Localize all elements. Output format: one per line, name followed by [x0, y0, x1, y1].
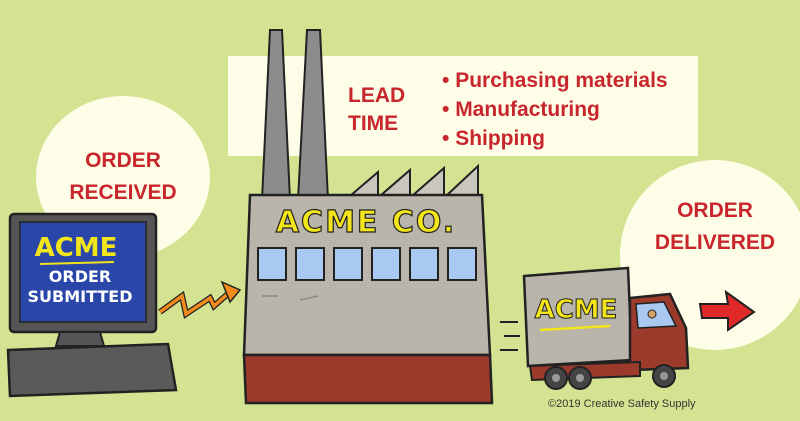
lead-time-title-line1: LEAD	[348, 84, 406, 107]
factory-roof	[347, 163, 479, 198]
lead-time-title: LEAD TIME	[348, 82, 405, 138]
right-arrow-icon	[698, 289, 756, 332]
smokestacks	[260, 29, 330, 201]
factory-sign: ACME CO.	[276, 205, 456, 240]
lead-time-item: Purchasing materials	[442, 66, 667, 95]
order-delivered-line1: ORDER	[677, 199, 753, 222]
factory-building	[242, 193, 494, 405]
computer-brand: ACME	[35, 233, 118, 263]
lead-time-item: Shipping	[442, 124, 668, 153]
order-delivered-bubble: ORDER DELIVERED	[620, 160, 800, 350]
speed-lines	[500, 321, 520, 351]
truck	[522, 266, 690, 390]
order-received-line2: RECEIVED	[69, 181, 177, 204]
computer-monitor	[6, 212, 178, 398]
order-received-line1: ORDER	[85, 149, 161, 172]
truck-brand: ACME	[535, 295, 618, 325]
lead-time-item: Manufacturing	[442, 95, 668, 124]
factory-windows	[257, 247, 477, 281]
lead-time-title-line2: TIME	[348, 112, 399, 135]
computer-line2: SUBMITTED	[28, 287, 133, 306]
zigzag-arrow-icon	[158, 280, 242, 319]
order-delivered-line2: DELIVERED	[654, 231, 776, 254]
copyright-text: ©2019 Creative Safety Supply	[548, 398, 696, 410]
lead-time-list: Purchasing materials Manufacturing Shipp…	[442, 66, 668, 153]
computer-line1: ORDER	[49, 267, 111, 286]
